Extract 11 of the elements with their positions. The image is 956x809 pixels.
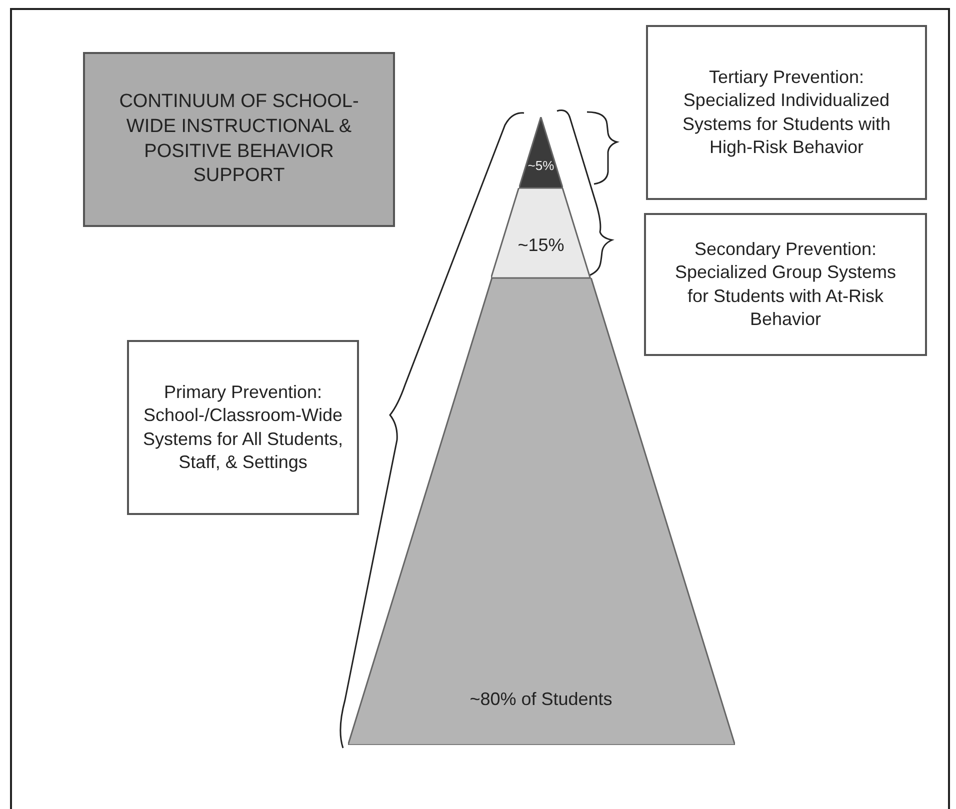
title-text: CONTINUUM OF SCHOOL-WIDE INSTRUCTIONAL & POSITIVE BEHAVIOR SUPPORT <box>118 90 360 188</box>
tier-box <box>644 213 927 356</box>
percent-label: ~80% of Students <box>470 690 612 708</box>
tier-description: Primary Prevention: School-/Classroom-Wide Systems for All Students, Staff, & Settings <box>142 380 344 474</box>
title-box <box>83 52 395 227</box>
tier-description: Secondary Prevention: Specialized Group Systems for Students with At-Risk Behavior <box>674 238 898 331</box>
percent-label: ~15% <box>518 236 564 254</box>
tier-box <box>127 340 359 515</box>
tier-description: Tertiary Prevention: Specialized Individualized Systems for Students with High-Risk Behavior <box>681 66 892 159</box>
tier-box <box>646 25 927 200</box>
percent-label: ~5% <box>528 159 554 172</box>
